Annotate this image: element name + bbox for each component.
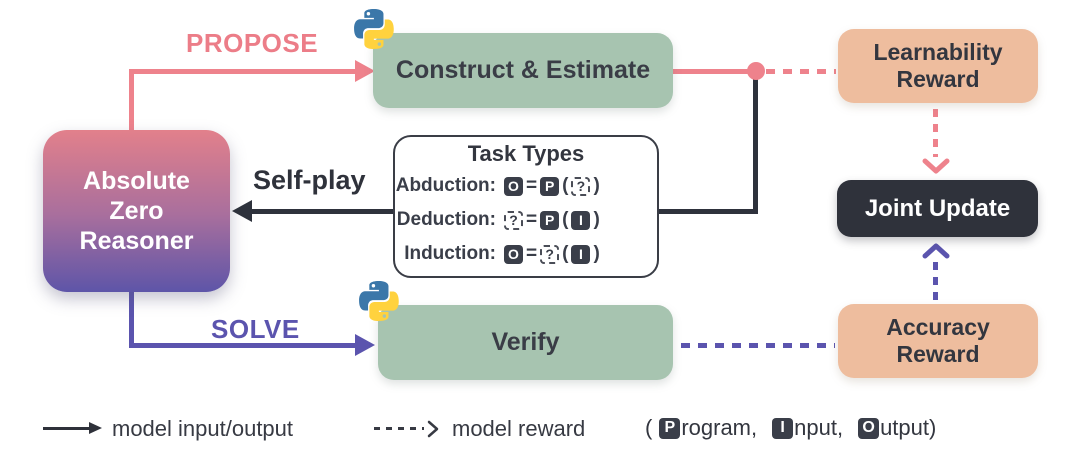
- solve-line-vertical: [129, 292, 134, 348]
- solid-badge: I: [571, 244, 591, 264]
- task-type-row: Deduction:?=P(I): [395, 203, 657, 237]
- solve-line-horizontal: [129, 343, 357, 348]
- verify-dashed-line: [681, 343, 835, 348]
- reasoner-line: Zero: [109, 197, 164, 225]
- learnability-line: Learnability: [873, 39, 1003, 65]
- task-types-panel: Task Types Abduction:O=P(?)Deduction:?=P…: [393, 135, 659, 278]
- formula-operator: =: [526, 175, 538, 196]
- selfplay-label: Self-play: [253, 165, 366, 195]
- legend-badge: I: [772, 417, 794, 439]
- propose-line-horizontal: [129, 69, 357, 74]
- joint-update-box: Joint Update: [837, 180, 1038, 237]
- learnability-reward-box: Learnability Reward: [838, 29, 1038, 103]
- joint-update-label: Joint Update: [864, 194, 1011, 222]
- legend-solid-arrow-label: model input/output: [112, 416, 294, 441]
- construct-estimate-label: Construct & Estimate: [395, 56, 651, 84]
- learnability-to-update-line: [933, 109, 938, 157]
- legend-badge: O: [858, 417, 880, 439]
- construct-output-line: [673, 69, 750, 74]
- legend-dashed-arrow-label: model reward: [452, 416, 586, 441]
- learnability-dashed-line: [766, 69, 836, 74]
- legend-badge: P: [659, 417, 681, 439]
- accuracy-reward-box: Accuracy Reward: [838, 304, 1038, 378]
- task-type-label: Abduction:: [395, 175, 496, 196]
- legend-badge-text: nput,: [794, 415, 844, 440]
- formula-operator: (: [562, 209, 569, 230]
- legend-paren-open: (: [645, 415, 653, 440]
- legend-solid-arrow-icon: [43, 427, 91, 430]
- absolute-zero-reasoner-box: Absolute Zero Reasoner: [43, 130, 230, 292]
- solid-badge: O: [504, 244, 523, 264]
- propose-label: PROPOSE: [186, 28, 319, 58]
- python-icon: [354, 8, 394, 50]
- learnability-line: Reward: [896, 66, 980, 92]
- formula-operator: =: [526, 209, 538, 230]
- task-type-label: Induction:: [404, 243, 496, 264]
- formula-operator: =: [526, 243, 538, 264]
- accuracy-to-update-line: [933, 262, 938, 304]
- solve-arrowhead-icon: [355, 334, 375, 356]
- accuracy-line: Reward: [896, 341, 980, 367]
- propose-line-vertical: [129, 72, 134, 130]
- legend-badge-text: rogram,: [681, 415, 758, 440]
- propose-arrowhead-icon: [355, 60, 375, 82]
- solid-badge: P: [540, 210, 560, 230]
- legend-dashed-arrow-icon: [374, 427, 424, 430]
- dashed-badge: ?: [540, 244, 560, 264]
- verify-box: Verify: [378, 305, 673, 380]
- accuracy-line: Accuracy: [886, 314, 990, 340]
- verify-label: Verify: [491, 328, 560, 356]
- solve-label: SOLVE: [211, 314, 300, 344]
- formula-operator: (: [562, 243, 569, 264]
- pink-chevron-down-icon: [922, 158, 950, 174]
- solid-badge: O: [504, 176, 523, 196]
- reasoner-line: Absolute: [83, 167, 190, 195]
- legend-dashed-arrowhead-icon: [427, 420, 439, 438]
- formula-operator: ): [593, 243, 600, 264]
- purple-chevron-up-icon: [922, 243, 950, 259]
- legend-solid-arrowhead-icon: [89, 422, 102, 434]
- task-rows: Abduction:O=P(?)Deduction:?=P(I)Inductio…: [395, 169, 657, 271]
- dashed-badge: ?: [504, 210, 523, 230]
- reasoner-line: Reasoner: [79, 227, 194, 255]
- task-type-formula: ?=P(I): [503, 209, 657, 231]
- legend-badge-text: utput): [880, 415, 937, 440]
- selfplay-arrowhead-icon: [232, 200, 252, 222]
- task-types-title: Task Types: [467, 141, 585, 166]
- task-type-row: Abduction: O=P(?): [395, 169, 657, 203]
- construct-estimate-box: Construct & Estimate: [373, 33, 673, 108]
- task-type-row: Induction: O=?(I): [395, 237, 657, 271]
- task-type-formula: O=?(I): [503, 243, 657, 265]
- junction-dot: [747, 62, 765, 80]
- formula-operator: ): [593, 209, 600, 230]
- task-type-label: Deduction:: [396, 209, 496, 230]
- solid-badge: P: [540, 176, 560, 196]
- feedback-line-vertical: [753, 74, 758, 213]
- formula-operator: ): [593, 175, 600, 196]
- solid-badge: I: [571, 210, 591, 230]
- task-type-formula: O=P(?): [503, 175, 657, 197]
- formula-operator: (: [562, 175, 569, 196]
- python-icon: [359, 280, 399, 322]
- dashed-badge: ?: [571, 176, 591, 196]
